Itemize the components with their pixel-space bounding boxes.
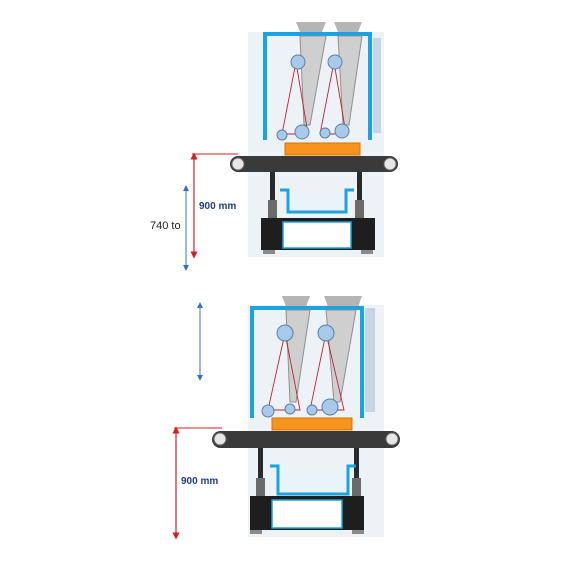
bottom-pulley-1 bbox=[261, 404, 275, 418]
top-roller-right bbox=[383, 157, 397, 171]
bottom-grey-block-right bbox=[324, 296, 362, 307]
bottom-spring-right bbox=[352, 478, 361, 496]
bottom-base-inner bbox=[271, 499, 343, 529]
top-spring-left bbox=[268, 200, 277, 218]
top-grey-block-right bbox=[334, 22, 362, 32]
bottom-pulley-3 bbox=[306, 404, 318, 416]
bottom-roller-right bbox=[385, 432, 399, 446]
top-guide-right bbox=[337, 35, 363, 126]
bottom-pulley-2 bbox=[284, 403, 296, 415]
top-lower-bracket bbox=[280, 188, 354, 214]
bottom-foot-right bbox=[352, 530, 364, 534]
top-roller-left bbox=[231, 157, 245, 171]
bottom-grey-block-left bbox=[282, 296, 310, 307]
top-base-inner bbox=[282, 221, 352, 249]
bottom-leg-left bbox=[258, 448, 263, 496]
bottom-dimension-label: 900 mm bbox=[181, 476, 218, 487]
bottom-blue-frame bbox=[250, 306, 364, 418]
top-pulley-left-top bbox=[290, 54, 306, 70]
top-range-prefix: 740 to bbox=[150, 220, 181, 232]
top-pulley-4 bbox=[334, 123, 350, 139]
top-side-panel bbox=[373, 38, 381, 133]
top-machine bbox=[230, 22, 398, 257]
bottom-pulley-left-top bbox=[276, 324, 294, 342]
top-leg-left bbox=[270, 172, 275, 217]
bottom-band-left bbox=[267, 332, 301, 411]
top-pulley-1 bbox=[276, 129, 288, 141]
bottom-foot-left bbox=[250, 530, 262, 534]
bottom-roller-left bbox=[213, 432, 227, 446]
top-grey-block-left bbox=[296, 22, 326, 32]
top-dimension-label: 900 mm bbox=[199, 201, 236, 212]
top-pulley-2 bbox=[294, 124, 310, 140]
bottom-spring-left bbox=[256, 478, 265, 496]
top-leg-right bbox=[357, 172, 362, 217]
top-band-right bbox=[319, 61, 347, 135]
bottom-dimensions: 900 mm bbox=[172, 302, 222, 540]
top-product bbox=[284, 142, 361, 156]
bottom-lower-bracket-fill bbox=[281, 470, 345, 490]
top-guide-left bbox=[299, 35, 327, 126]
bottom-pulley-4 bbox=[321, 398, 339, 416]
bottom-leg-right bbox=[354, 448, 359, 496]
top-spring-right bbox=[355, 200, 364, 218]
top-lower-bracket-fill bbox=[291, 194, 343, 208]
top-dimensions: 900 mm 740 to bbox=[150, 152, 238, 271]
top-conveyor-belt bbox=[230, 156, 398, 172]
bottom-lower-bracket bbox=[270, 464, 356, 496]
bottom-side-panel bbox=[365, 308, 375, 412]
top-foot-right bbox=[361, 250, 373, 254]
bottom-product bbox=[271, 417, 353, 431]
top-pulley-right-top bbox=[327, 54, 343, 70]
bottom-pulley-right-top bbox=[317, 324, 335, 342]
top-foot-left bbox=[263, 250, 275, 254]
top-blue-frame bbox=[263, 32, 372, 140]
top-pulley-3 bbox=[319, 127, 331, 139]
bottom-machine bbox=[212, 296, 400, 537]
bottom-conveyor-belt bbox=[212, 431, 400, 448]
